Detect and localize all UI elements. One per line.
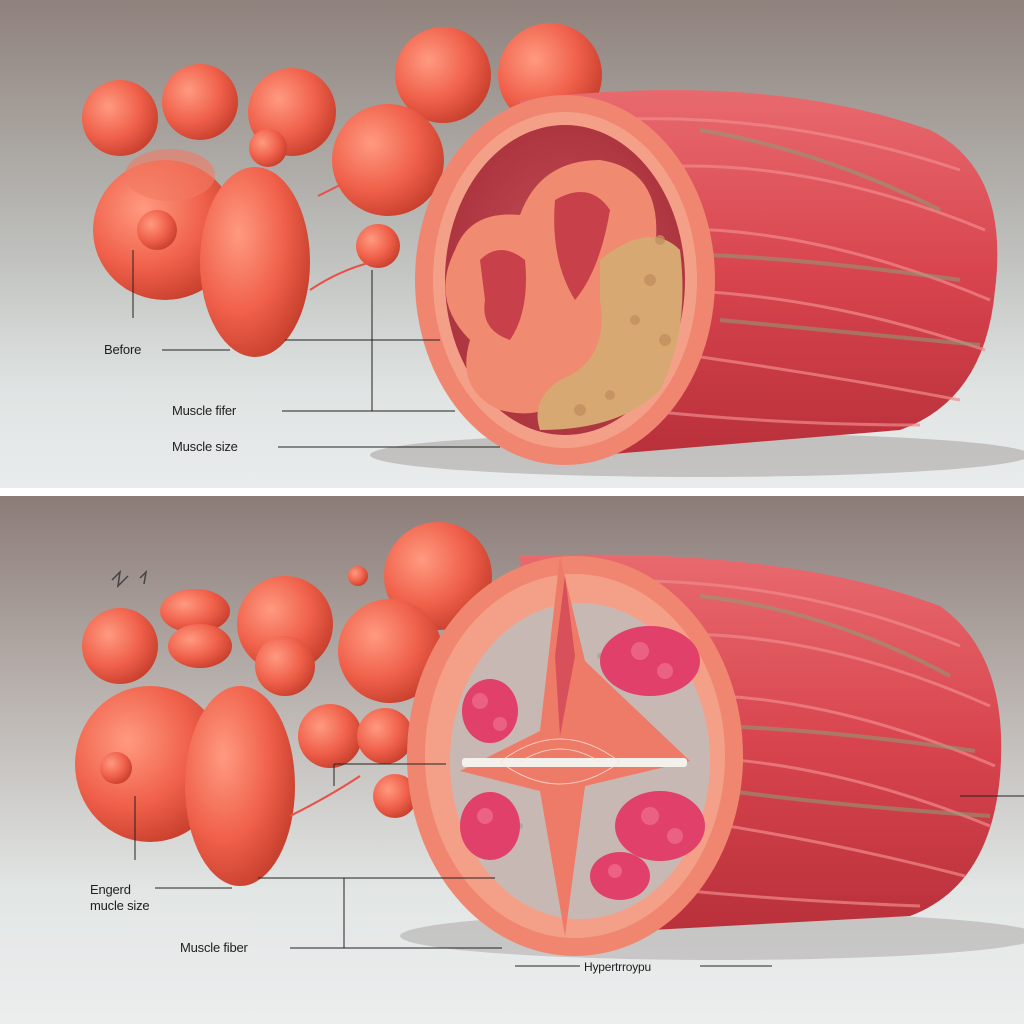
enlarged-cross-section xyxy=(407,556,743,956)
label-hypertrophy: Hypertrroypu xyxy=(584,960,651,974)
label-enlarged-muscle-size: Engerd mucle size xyxy=(90,882,150,913)
after-illustration xyxy=(0,496,1024,1024)
callout-lines-bottom xyxy=(134,763,1024,967)
enlarged-muscle-cells xyxy=(75,522,492,886)
label-before: Before xyxy=(104,342,142,357)
muscle-cross-section xyxy=(415,95,715,465)
label-muscle-fiber-bottom: Muscle fiber xyxy=(180,940,248,955)
label-muscle-size: Muscle size xyxy=(172,439,238,454)
before-panel: Before Muscle fifer Muscle size xyxy=(0,0,1024,488)
after-panel: Engerd mucle size Muscle fiber Hypertrro… xyxy=(0,496,1024,1024)
panel-divider xyxy=(0,488,1024,496)
label-muscle-fiber: Muscle fifer xyxy=(172,403,237,418)
callout-lines xyxy=(132,250,500,448)
before-illustration xyxy=(0,0,1024,488)
